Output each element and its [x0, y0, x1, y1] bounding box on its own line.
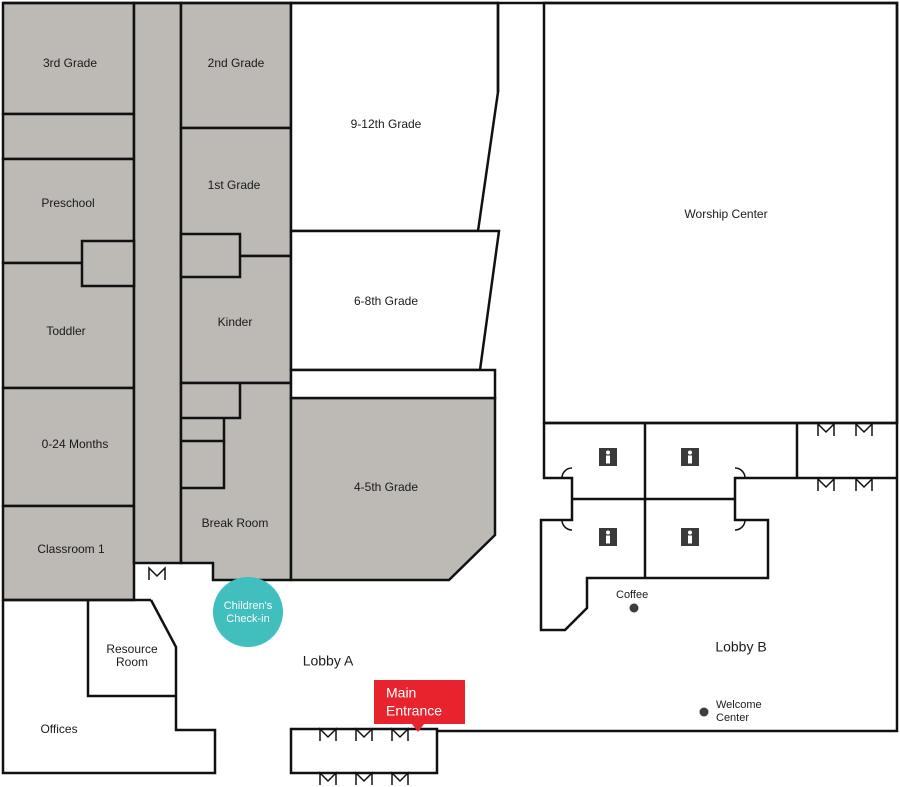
checkin-label-line1: Children's: [224, 600, 273, 612]
person-restroom-icon: [599, 448, 617, 466]
coffee-dot: [629, 603, 639, 613]
checkin-label-line2: Check-in: [226, 613, 269, 625]
childrens-wing: [1, 1, 497, 602]
label-toddler: Toddler: [46, 324, 85, 338]
room-storage-a: [1, 112, 136, 161]
room-second-grade[interactable]: [179, 1, 293, 130]
entrance-box: [374, 680, 465, 724]
person-restroom-icon: [599, 528, 617, 546]
label-resource-room-line1: Resource: [106, 642, 158, 656]
entrance-label-line2: Entrance: [386, 703, 442, 719]
label-worship-center: Worship Center: [684, 207, 767, 221]
closets: [80, 232, 242, 490]
room-break-room[interactable]: [179, 381, 293, 582]
label-zero-24-months: 0-24 Months: [42, 437, 109, 451]
label-first-grade: 1st Grade: [208, 178, 261, 192]
label-lobby-a: Lobby A: [303, 653, 354, 669]
label-classroom-1: Classroom 1: [37, 542, 105, 556]
restroom-icons: [599, 448, 699, 546]
label-fourth-fifth-grade: 4-5th Grade: [354, 480, 418, 494]
label-resource-room-line2: Room: [116, 655, 148, 669]
coffee-label: Coffee: [616, 589, 648, 601]
hallway-corridor: [132, 1, 183, 565]
label-lobby-b: Lobby B: [715, 639, 766, 655]
person-restroom-icon: [681, 528, 699, 546]
white-rooms: [289, 1, 899, 425]
welcome-label-line1: Welcome: [716, 699, 762, 711]
checkin-circle: [213, 577, 283, 647]
welcome-dot: [699, 707, 709, 717]
label-break-room: Break Room: [202, 516, 269, 530]
label-second-grade: 2nd Grade: [208, 56, 265, 70]
room-labels: 3rd Grade 2nd Grade 9-12th Grade Worship…: [37, 56, 767, 736]
coffee-marker[interactable]: Coffee: [616, 589, 648, 613]
welcome-label-line2: Center: [716, 712, 749, 724]
welcome-center-marker[interactable]: Welcome Center: [699, 699, 762, 724]
childrens-checkin-marker[interactable]: Children's Check-in: [213, 577, 283, 647]
entrance-pointer: [412, 724, 424, 732]
corridor-strip: [289, 368, 497, 400]
double-door-icon: [148, 422, 873, 785]
label-offices: Offices: [40, 722, 77, 736]
label-third-grade: 3rd Grade: [43, 56, 97, 70]
entrance-label-line1: Main: [386, 685, 416, 701]
label-sixth-eighth-grade: 6-8th Grade: [354, 294, 418, 308]
label-preschool: Preschool: [41, 196, 94, 210]
person-restroom-icon: [681, 448, 699, 466]
room-third-grade[interactable]: [1, 1, 136, 116]
room-classroom-1[interactable]: [1, 504, 136, 602]
main-entrance-marker[interactable]: Main Entrance: [374, 680, 465, 732]
label-ninth-twelfth-grade: 9-12th Grade: [351, 117, 422, 131]
label-kinder: Kinder: [218, 315, 253, 329]
room-worship-center[interactable]: [542, 1, 899, 425]
